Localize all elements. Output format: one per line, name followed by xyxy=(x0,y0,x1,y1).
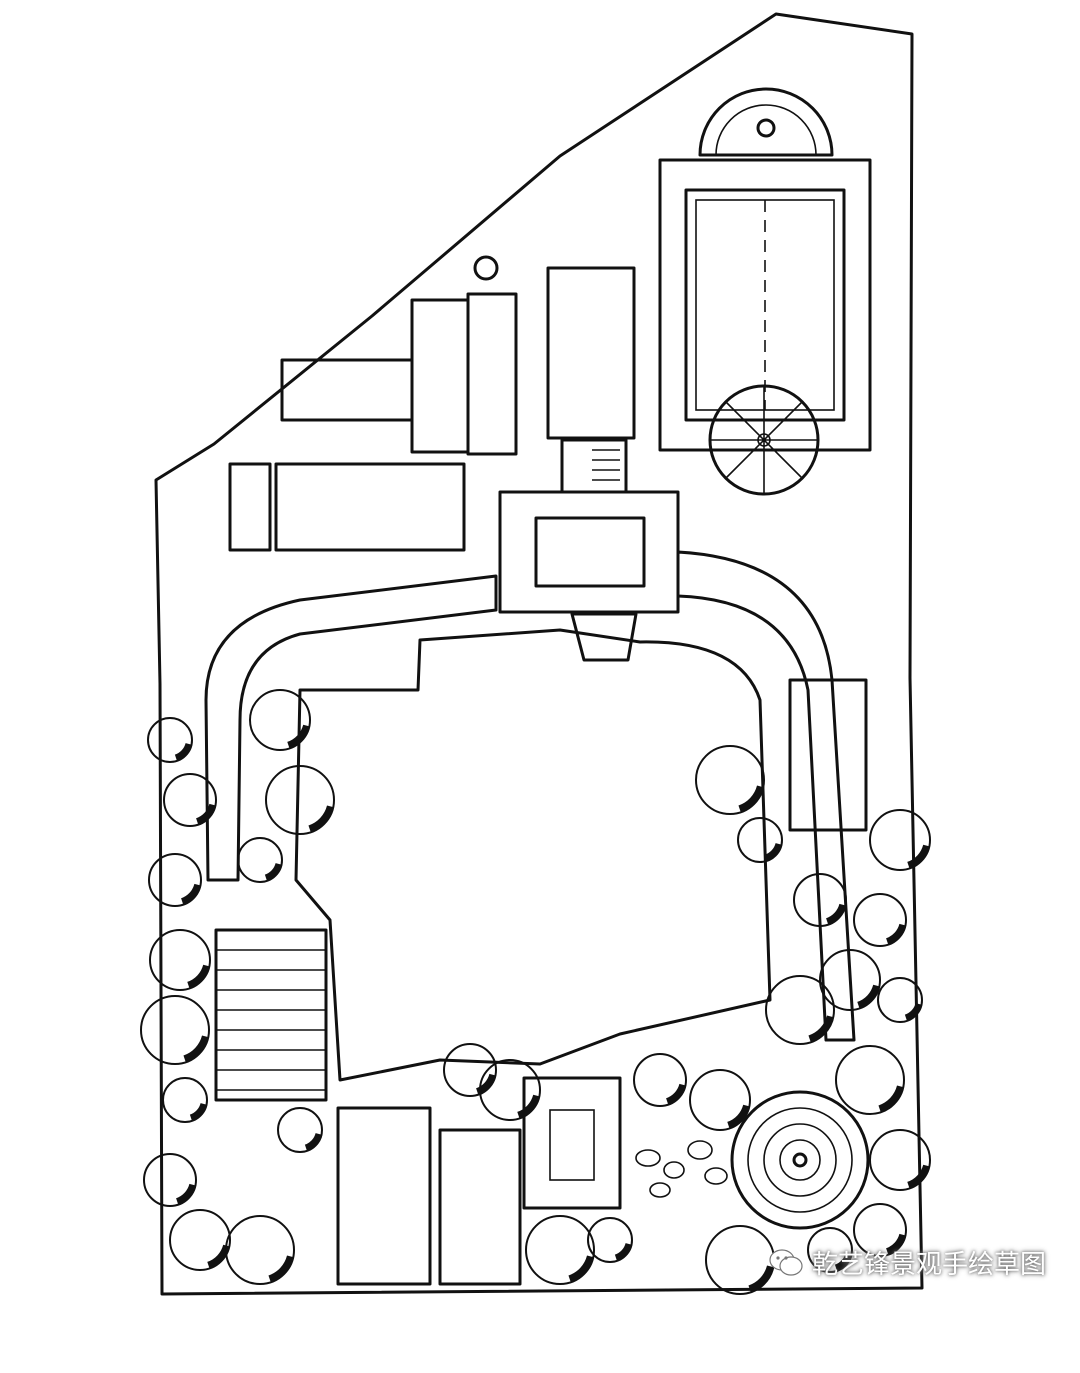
stepping-stones xyxy=(635,1140,728,1198)
tree-canopy xyxy=(237,837,283,883)
tree-canopy xyxy=(277,1107,323,1153)
site-boundary xyxy=(154,12,924,1296)
tree-canopy xyxy=(853,1203,907,1257)
pergola xyxy=(214,928,328,1102)
tree-shadow xyxy=(475,1073,497,1095)
tree-shadow xyxy=(308,805,334,833)
tree-shadow xyxy=(885,1233,907,1255)
terrace-beds xyxy=(228,255,518,552)
tree-shadow xyxy=(727,1104,750,1129)
tree-shadow xyxy=(808,1015,834,1043)
tree-canopy xyxy=(695,745,765,815)
tree-canopy xyxy=(877,977,923,1023)
trees-and-shrubs xyxy=(140,689,931,1295)
tree-canopy xyxy=(163,773,217,827)
east-path xyxy=(676,550,856,1042)
tree-shadow xyxy=(834,1252,853,1272)
tree-canopy xyxy=(249,689,311,751)
tree-canopy xyxy=(140,995,210,1065)
semicircle-fountain xyxy=(698,87,834,157)
tree-canopy xyxy=(162,1077,208,1123)
tree-canopy xyxy=(149,929,211,991)
tree-canopy xyxy=(835,1045,905,1115)
tree-canopy xyxy=(793,873,847,927)
tree-canopy xyxy=(737,817,783,863)
tree-shadow xyxy=(287,724,310,749)
central-lawn xyxy=(294,628,772,1082)
tree-canopy xyxy=(169,1209,231,1271)
tree-shadow xyxy=(189,1102,208,1122)
tree-canopy xyxy=(143,1153,197,1207)
tree-shadow xyxy=(878,1085,904,1113)
tree-shadow xyxy=(907,844,930,869)
tree-canopy xyxy=(765,975,835,1045)
tree-shadow xyxy=(885,923,907,945)
tree-canopy xyxy=(869,1129,931,1191)
tree-shadow xyxy=(904,1002,923,1022)
tree-shadow xyxy=(738,785,764,813)
tree-shadow xyxy=(207,1244,230,1269)
tree-shadow xyxy=(180,883,202,905)
tree-canopy xyxy=(265,765,335,835)
tree-shadow xyxy=(264,862,283,882)
tree-canopy xyxy=(443,1043,497,1097)
tree-shadow xyxy=(183,1035,209,1063)
tree-canopy xyxy=(587,1217,633,1263)
tree-shadow xyxy=(187,964,210,989)
central-pavilion xyxy=(498,266,680,662)
tree-shadow xyxy=(665,1083,687,1105)
swimming-pool xyxy=(658,158,872,452)
tree-canopy xyxy=(225,1215,295,1285)
wechat-icon xyxy=(769,1248,803,1276)
tree-shadow xyxy=(857,984,880,1009)
tree-shadow xyxy=(304,1132,323,1152)
tree-shadow xyxy=(825,903,847,925)
tree-canopy xyxy=(148,853,202,907)
tree-canopy xyxy=(525,1215,595,1285)
tree-shadow xyxy=(614,1242,633,1262)
south-paving xyxy=(336,1076,622,1286)
tree-canopy xyxy=(853,893,907,947)
tree-shadow xyxy=(175,1183,197,1205)
watermark-text: 乾艺锋景观手绘草图 xyxy=(811,1250,1046,1280)
tree-canopy xyxy=(689,1069,751,1131)
round-umbrella-table xyxy=(708,384,820,496)
tree-shadow xyxy=(268,1255,294,1283)
circular-plaza xyxy=(730,1090,870,1230)
tree-shadow xyxy=(907,1164,930,1189)
watermark: 乾艺锋景观手绘草图 xyxy=(768,1244,1046,1281)
tree-canopy xyxy=(479,1059,541,1121)
tree-canopy xyxy=(147,717,193,763)
tree-canopy xyxy=(807,1227,853,1273)
paved-path xyxy=(204,574,498,882)
tree-shadow xyxy=(568,1255,594,1283)
crazy-paving xyxy=(788,678,868,832)
tree-shadow xyxy=(174,742,193,762)
tree-canopy xyxy=(633,1053,687,1107)
tree-canopy xyxy=(869,809,931,871)
tree-shadow xyxy=(195,803,217,825)
tree-shadow xyxy=(764,842,783,862)
tree-shadow xyxy=(748,1265,774,1293)
tree-shadow xyxy=(517,1094,540,1119)
tree-canopy xyxy=(819,949,881,1011)
